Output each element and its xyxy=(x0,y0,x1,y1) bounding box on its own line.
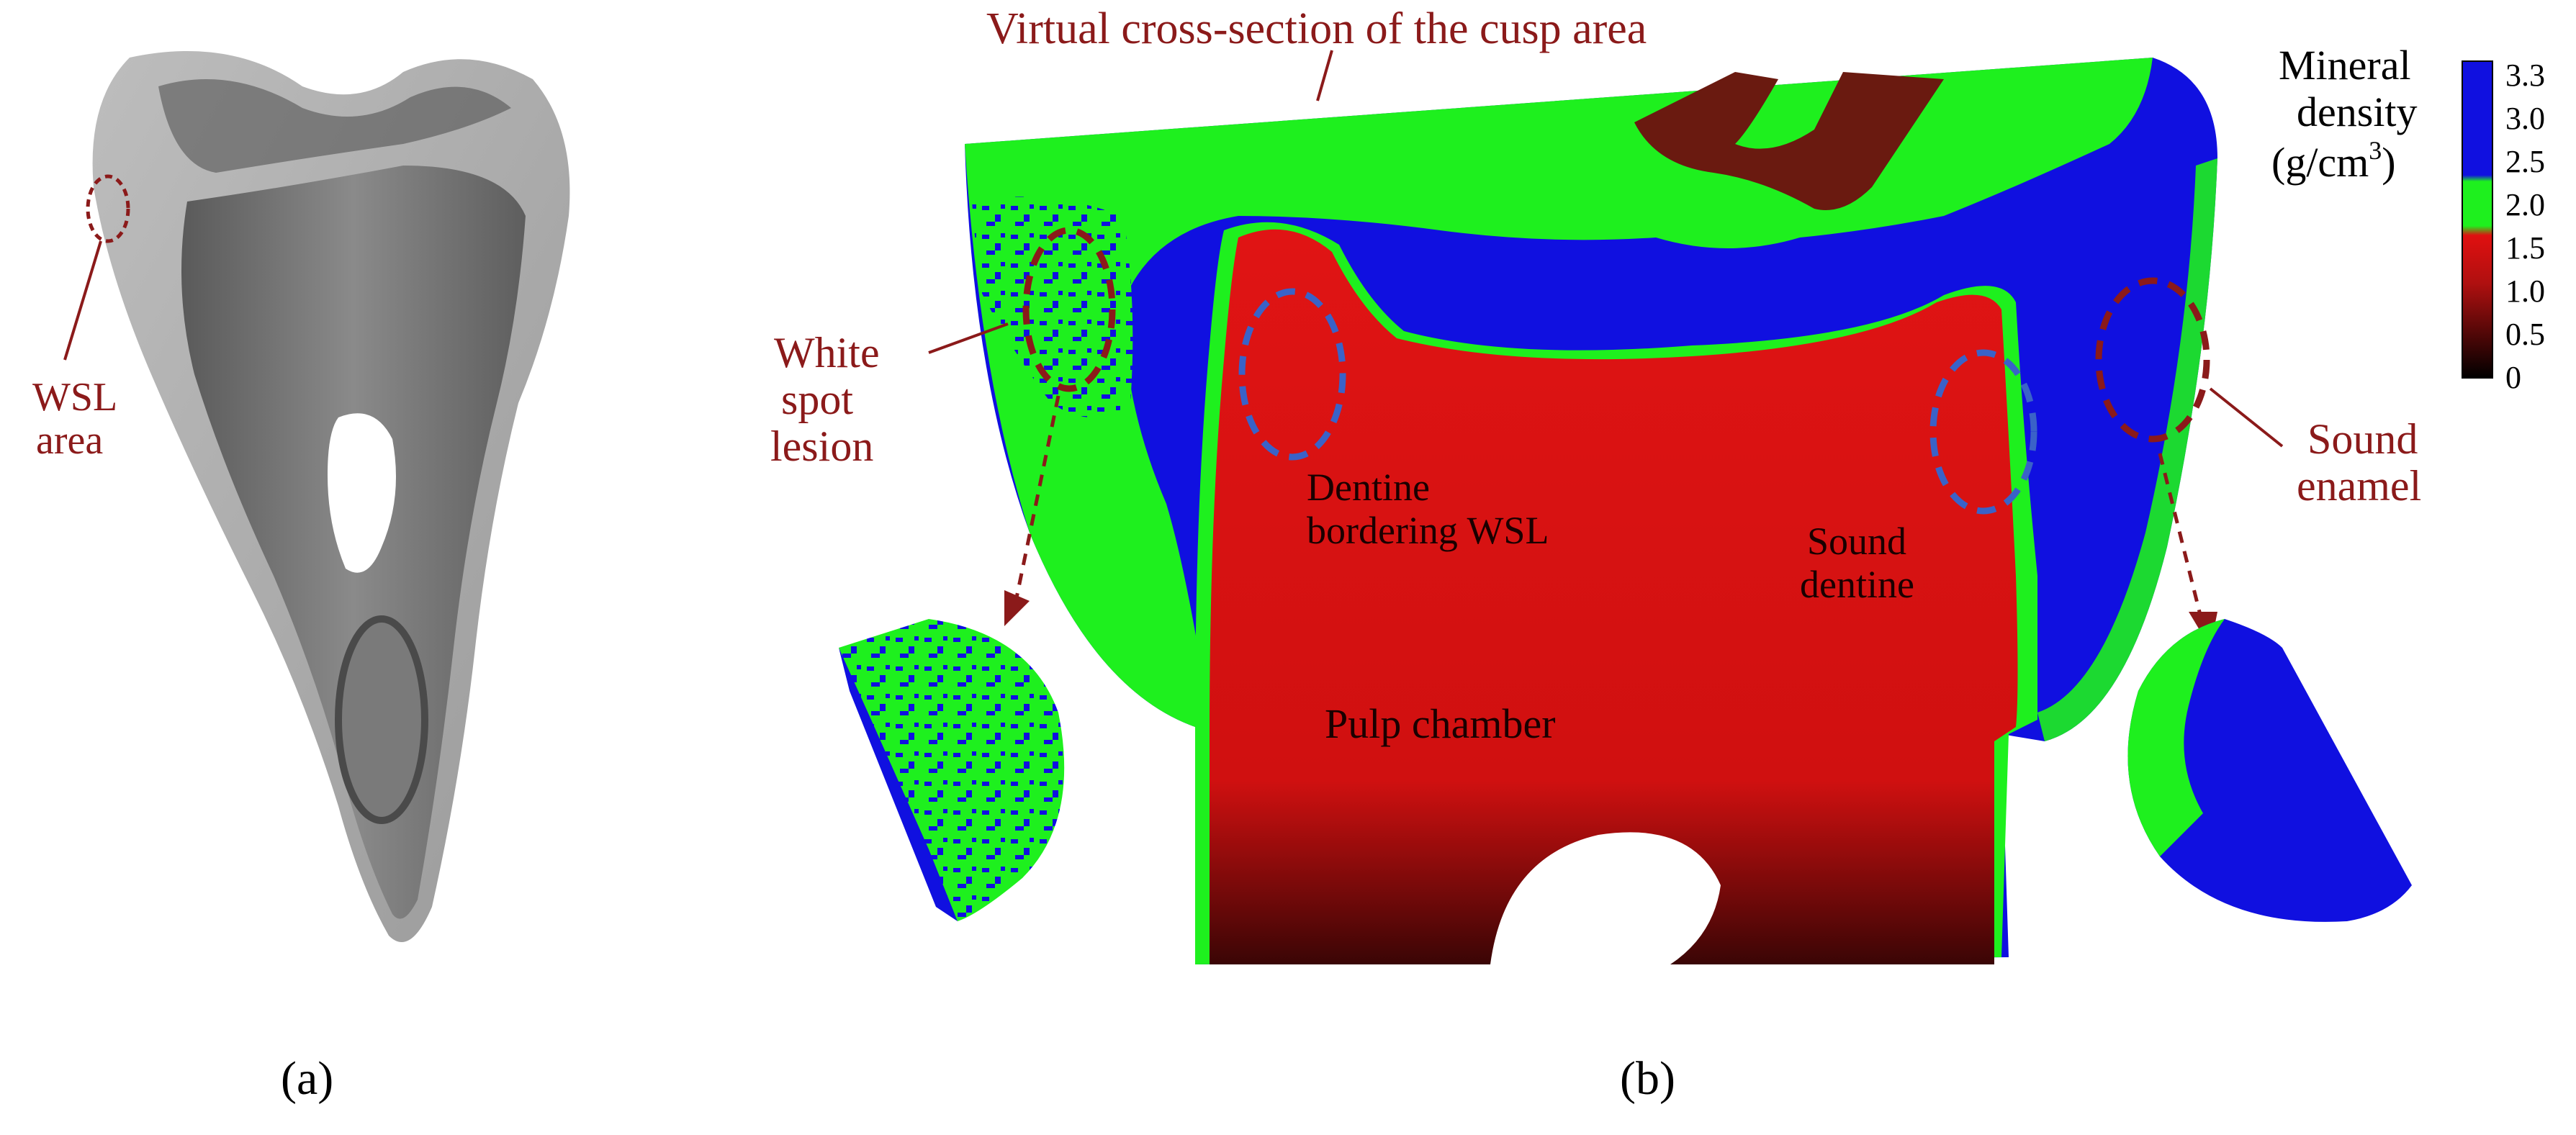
colorbar-tick-label: 2.5 xyxy=(2505,144,2545,179)
colorbar-tick-label: 2.0 xyxy=(2505,187,2545,222)
sound-enamel-label-line1: Sound xyxy=(2307,415,2418,463)
colorbar-tick-label: 1.0 xyxy=(2505,273,2545,309)
wsl-area-label-line2: area xyxy=(36,418,103,463)
colorbar-tick-label: 0 xyxy=(2505,360,2521,395)
panel-a-tooth-image xyxy=(63,51,570,942)
sound-dentine-label-line2: dentine xyxy=(1800,563,1914,606)
virtual-cross-section-title: Virtual cross-section of the cusp area xyxy=(986,4,1647,53)
wsl-area-label-line1: WSL xyxy=(32,375,117,420)
left-inset-section xyxy=(839,619,1065,921)
right-inset-section xyxy=(2127,619,2412,922)
colorbar-title-line3: (g/cm3) xyxy=(2271,136,2396,186)
colorbar: 3.3 3.0 2.5 2.0 1.5 1.0 0.5 0 xyxy=(2462,58,2545,395)
colorbar-title-line1: Mineral xyxy=(2279,42,2411,89)
dentine-bordering-label-line1: Dentine xyxy=(1307,466,1430,509)
colorbar-title-line2: density xyxy=(2297,89,2418,135)
colorbar-unit-suffix: ) xyxy=(2382,139,2395,186)
white-spot-label-line2: spot xyxy=(781,376,853,423)
sound-enamel-label-line2: enamel xyxy=(2297,462,2421,510)
colorbar-tick-label: 0.5 xyxy=(2505,317,2545,352)
panel-b-section-image xyxy=(965,58,2217,964)
colorbar-ticks: 3.3 3.0 2.5 2.0 1.5 1.0 0.5 0 xyxy=(2505,58,2545,395)
panel-b-caption: (b) xyxy=(1620,1052,1675,1105)
white-spot-label-line3: lesion xyxy=(770,422,873,470)
dentine-bordering-label-line2: bordering WSL xyxy=(1307,509,1549,552)
colorbar-gradient xyxy=(2462,60,2493,379)
sound-dentine-label-line1: Sound xyxy=(1807,520,1906,563)
white-spot-label-line1: White xyxy=(774,329,880,376)
colorbar-tick-label: 3.0 xyxy=(2505,101,2545,136)
colorbar-unit-prefix: (g/cm xyxy=(2271,139,2369,186)
colorbar-unit-sup: 3 xyxy=(2369,136,2382,165)
colorbar-tick-label: 1.5 xyxy=(2505,230,2545,266)
colorbar-tick-label: 3.3 xyxy=(2505,58,2545,93)
pulp-chamber-label: Pulp chamber xyxy=(1325,700,1556,747)
panel-a-caption: (a) xyxy=(281,1052,333,1105)
